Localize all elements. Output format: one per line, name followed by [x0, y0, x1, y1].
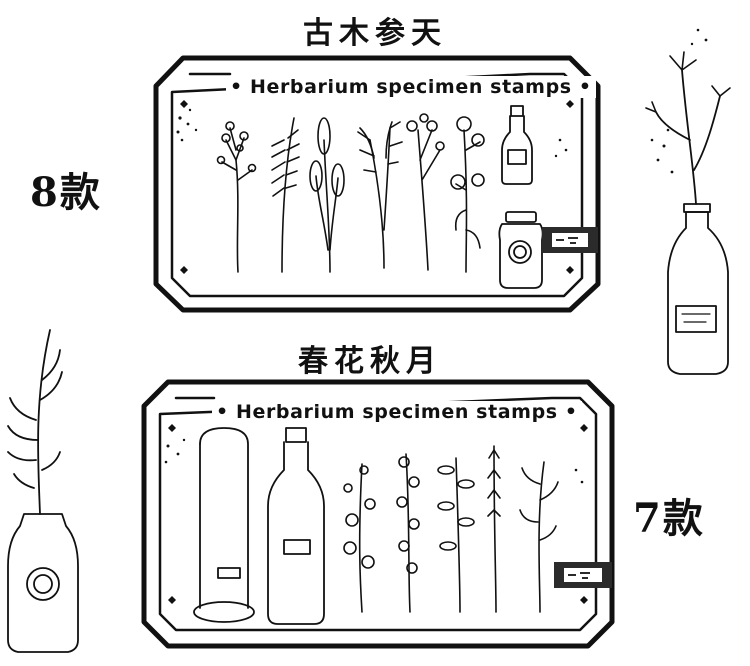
set-title-bottom: 春花秋月: [298, 344, 442, 379]
set-title-top: 古木参天: [303, 16, 447, 51]
rose-stem-icon: [450, 116, 485, 273]
herb-sprig-icon: [519, 461, 559, 613]
corked-bottle-icon: [267, 427, 325, 625]
frame-title-bottom: • Herbarium specimen stamps •: [212, 401, 582, 423]
flower-cluster-icon: [216, 121, 257, 273]
lavender-sprig-icon: [487, 445, 501, 613]
count-label-bottom: 7款: [633, 495, 705, 542]
tape-label-icon-bottom: [554, 562, 612, 588]
frame-title-top: • Herbarium specimen stamps •: [226, 76, 596, 98]
wildflower-icon: [406, 113, 445, 271]
flower-column-icon: [396, 453, 420, 613]
daisy-spray-icon: [343, 463, 376, 613]
wheat-icon: [357, 121, 403, 269]
glass-tube-icon: [193, 427, 255, 623]
fern-frond-icon: [271, 117, 300, 273]
leaf-sprig-icon: [437, 457, 475, 613]
count-label-top: 8款: [30, 169, 102, 216]
tape-label-icon: [542, 227, 598, 253]
lavender-icon: [309, 117, 345, 273]
bottle-icon: [501, 105, 533, 185]
